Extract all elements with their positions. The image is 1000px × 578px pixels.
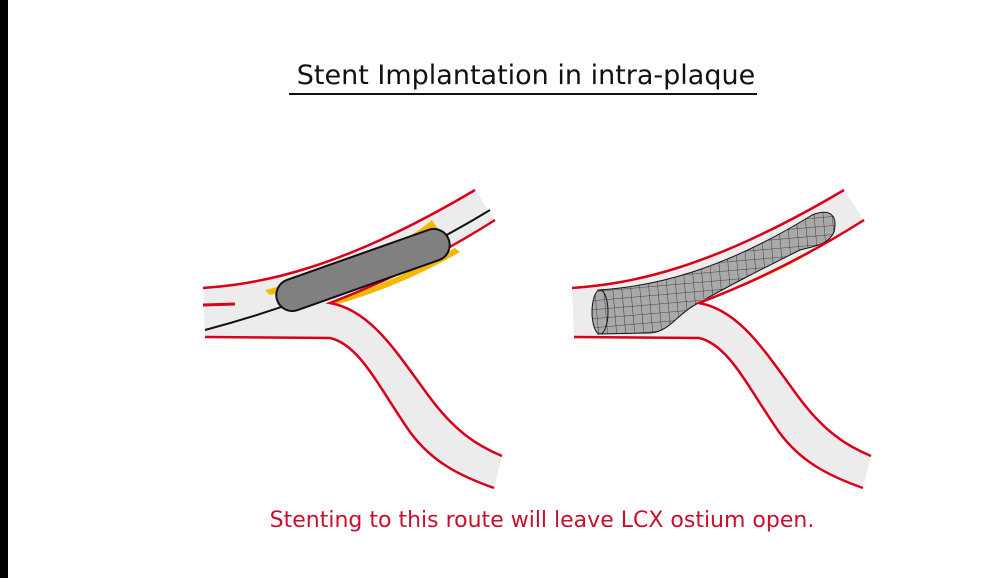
left-panel-balloon bbox=[202, 188, 503, 490]
mesh-stent-icon bbox=[597, 211, 836, 335]
slide-title-text: Stent Implantation in intra-plaque bbox=[288, 60, 758, 95]
slide-edge-bar bbox=[0, 0, 8, 578]
vessel-wall bbox=[573, 335, 864, 490]
slide-title: Stent Implantation in intra-plaque bbox=[0, 60, 1000, 95]
right-panel-stent bbox=[571, 188, 872, 490]
stent-opening bbox=[591, 289, 609, 335]
vessel-wall bbox=[694, 218, 872, 458]
slide-caption: Stenting to this route will leave LCX os… bbox=[269, 508, 815, 533]
vessel-lumen bbox=[572, 190, 871, 488]
vessel-lumen bbox=[203, 190, 502, 488]
balloon-catheter-icon bbox=[275, 227, 451, 313]
vessel-wall bbox=[204, 335, 495, 490]
vessel-wall bbox=[571, 188, 845, 290]
vessel-wall-flap bbox=[202, 302, 236, 307]
vessel-wall bbox=[202, 188, 476, 290]
